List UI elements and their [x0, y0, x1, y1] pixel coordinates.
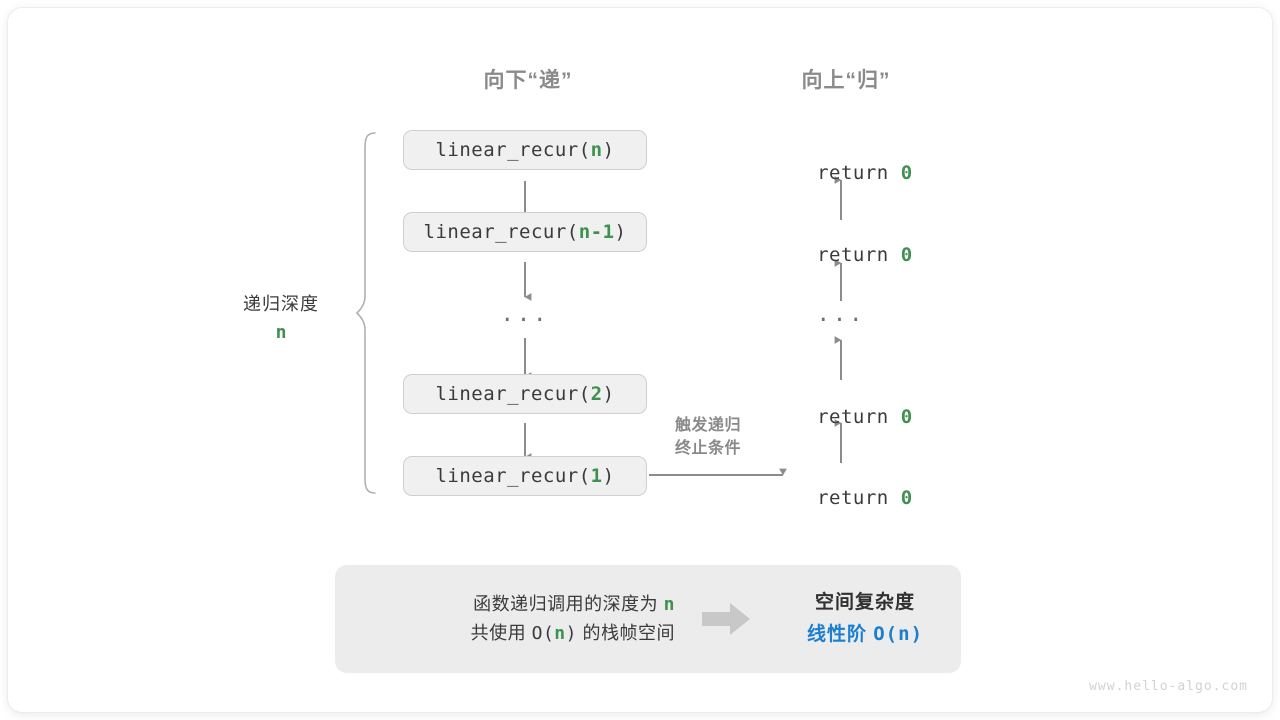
call-frame-suffix: ): [602, 465, 615, 487]
return-keyword: return: [817, 244, 901, 266]
return-ellipsis: ...: [816, 302, 866, 327]
return-statement: return 0: [769, 222, 912, 288]
summary-line2-text: 共使用: [470, 623, 532, 643]
termination-note-line1: 触发递归: [674, 417, 742, 434]
call-frame-box[interactable]: linear_recur(n-1): [403, 212, 647, 252]
call-frame-prefix: linear_recur(: [435, 465, 591, 487]
call-frame-arg: 2: [590, 383, 603, 405]
complexity-summary-panel: 函数递归调用的深度为 n 共使用 O(n) 的栈帧空间 空间复杂度 线性阶 O(…: [335, 565, 961, 673]
recursion-depth-text: 递归深度: [243, 294, 319, 314]
summary-result: 空间复杂度 线性阶 O(n): [769, 588, 961, 651]
summary-line-2: 共使用 O(n) 的栈帧空间: [335, 619, 675, 648]
call-frame-suffix: ): [602, 139, 615, 161]
call-frame-arg: n: [590, 139, 603, 161]
return-keyword: return: [817, 162, 901, 184]
call-frame-prefix: linear_recur(: [435, 139, 591, 161]
termination-note-line2: 终止条件: [674, 440, 742, 458]
recursion-depth-brace: [355, 132, 376, 494]
summary-result-value: 线性阶 O(n): [769, 619, 961, 651]
return-value: 0: [900, 162, 913, 184]
call-frame-prefix: linear_recur(: [423, 221, 579, 243]
summary-result-title: 空间复杂度: [814, 591, 915, 613]
return-statement: return 0: [769, 140, 912, 206]
call-frame-box[interactable]: linear_recur(1): [403, 456, 647, 496]
header-return: 向上“归”: [801, 69, 891, 92]
header-descend: 向下“递”: [483, 69, 573, 92]
summary-result-expr-n: n: [898, 622, 911, 645]
call-frame-suffix: ): [614, 221, 627, 243]
call-frame-prefix: linear_recur(: [435, 383, 591, 405]
summary-line2-n: n: [554, 623, 566, 644]
summary-description: 函数递归调用的深度为 n 共使用 O(n) 的栈帧空间: [335, 590, 683, 648]
return-keyword: return: [817, 406, 901, 428]
recursion-depth-label: 递归深度 n: [243, 291, 319, 347]
termination-condition-note: 触发递归 终止条件: [675, 414, 741, 460]
return-value: 0: [900, 406, 913, 428]
summary-line-1: 函数递归调用的深度为 n: [335, 590, 675, 619]
call-frame-suffix: ): [602, 383, 615, 405]
recursion-depth-value: n: [275, 321, 287, 343]
return-value: 0: [900, 244, 913, 266]
watermark: www.hello-algo.com: [1089, 679, 1248, 694]
call-frame-box[interactable]: linear_recur(2): [403, 374, 647, 414]
diagram-card: 向下“递” 向上“归” 递归深度 n linear_recur(n) linea…: [8, 8, 1272, 712]
return-keyword: return: [817, 487, 901, 509]
arrow-right-icon: [683, 601, 769, 637]
summary-line2-open: O(: [531, 623, 555, 644]
summary-result-expr-close: ): [910, 622, 924, 645]
summary-result-order: 线性阶: [806, 623, 874, 645]
summary-line2-tail: 的栈帧空间: [576, 623, 675, 643]
summary-result-expr-open: O(: [873, 622, 899, 645]
return-statement: return 0: [769, 465, 912, 531]
call-frame-arg: n-1: [578, 221, 615, 243]
call-frame-arg: 1: [590, 465, 603, 487]
summary-line1-n: n: [663, 593, 675, 615]
return-value: 0: [900, 487, 913, 509]
call-frame-box[interactable]: linear_recur(n): [403, 130, 647, 170]
return-statement: return 0: [769, 384, 912, 450]
call-stack-ellipsis: ...: [500, 302, 550, 327]
summary-line1-text: 函数递归调用的深度为: [473, 593, 664, 614]
summary-line2-close: ): [565, 623, 577, 644]
